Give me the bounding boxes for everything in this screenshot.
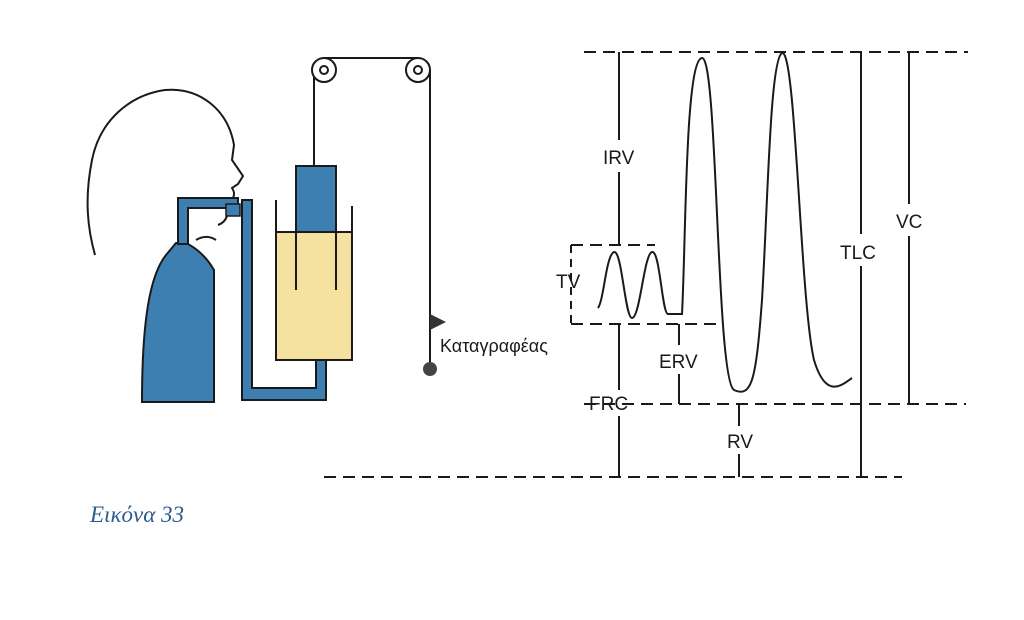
tv-label: TV [556,272,581,293]
irv-label: IRV [603,148,635,169]
pulley-axle-left [319,65,329,75]
rv-label: RV [727,432,753,453]
frc-label: FRC [589,394,628,415]
water-tank [275,231,353,361]
recorder-pen [430,314,446,330]
figure-caption: Εικόνα 33 [90,502,185,527]
lungs [140,242,215,403]
recorder-label: Καταγραφέας [440,336,548,356]
mouthpiece [225,203,241,217]
erv-label: ERV [659,352,698,373]
neck-line [195,236,217,241]
head-profile [86,88,245,256]
spirogram-trace [597,51,853,393]
tlc-label: TLC [840,243,876,264]
vc-label: VC [896,212,922,233]
counterweight [423,362,437,376]
floating-bell [295,165,337,233]
pulley-axle-right [413,65,423,75]
